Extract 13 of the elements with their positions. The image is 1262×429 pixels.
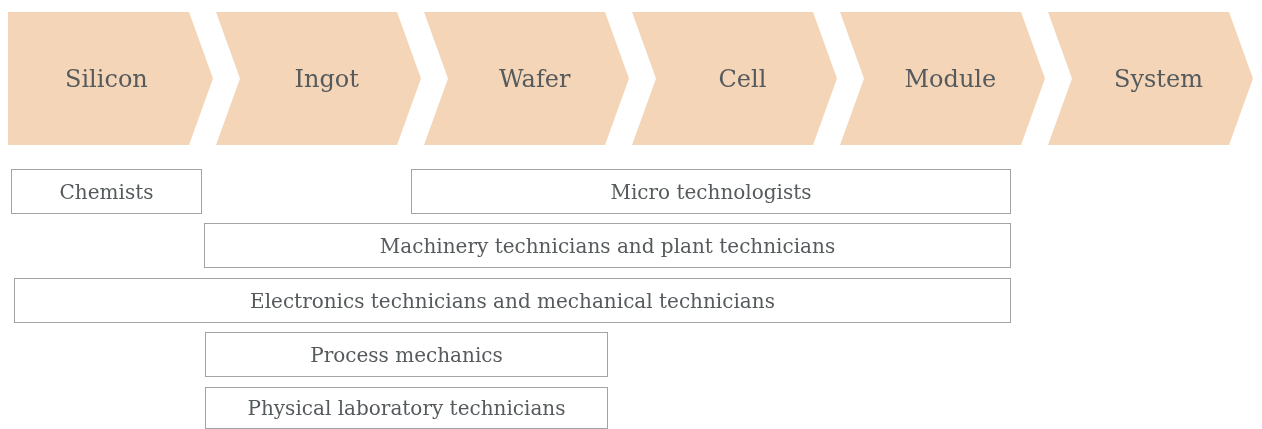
stage-label: Cell — [718, 64, 767, 93]
stage-label: Ingot — [294, 64, 359, 93]
stage-label: Module — [904, 64, 997, 93]
role-bar: Micro technologists — [411, 169, 1011, 214]
stage-label: Wafer — [499, 64, 571, 93]
process-step — [8, 12, 213, 145]
stage-label: System — [1114, 64, 1203, 93]
stage-label: Silicon — [65, 64, 148, 93]
role-bar: Process mechanics — [205, 332, 608, 377]
role-bar: Physical laboratory technicians — [205, 387, 608, 429]
role-bar: Chemists — [11, 169, 202, 214]
role-bar: Machinery technicians and plant technicians — [204, 223, 1011, 268]
role-bar: Electronics technicians and mechanical technicians — [14, 278, 1011, 323]
